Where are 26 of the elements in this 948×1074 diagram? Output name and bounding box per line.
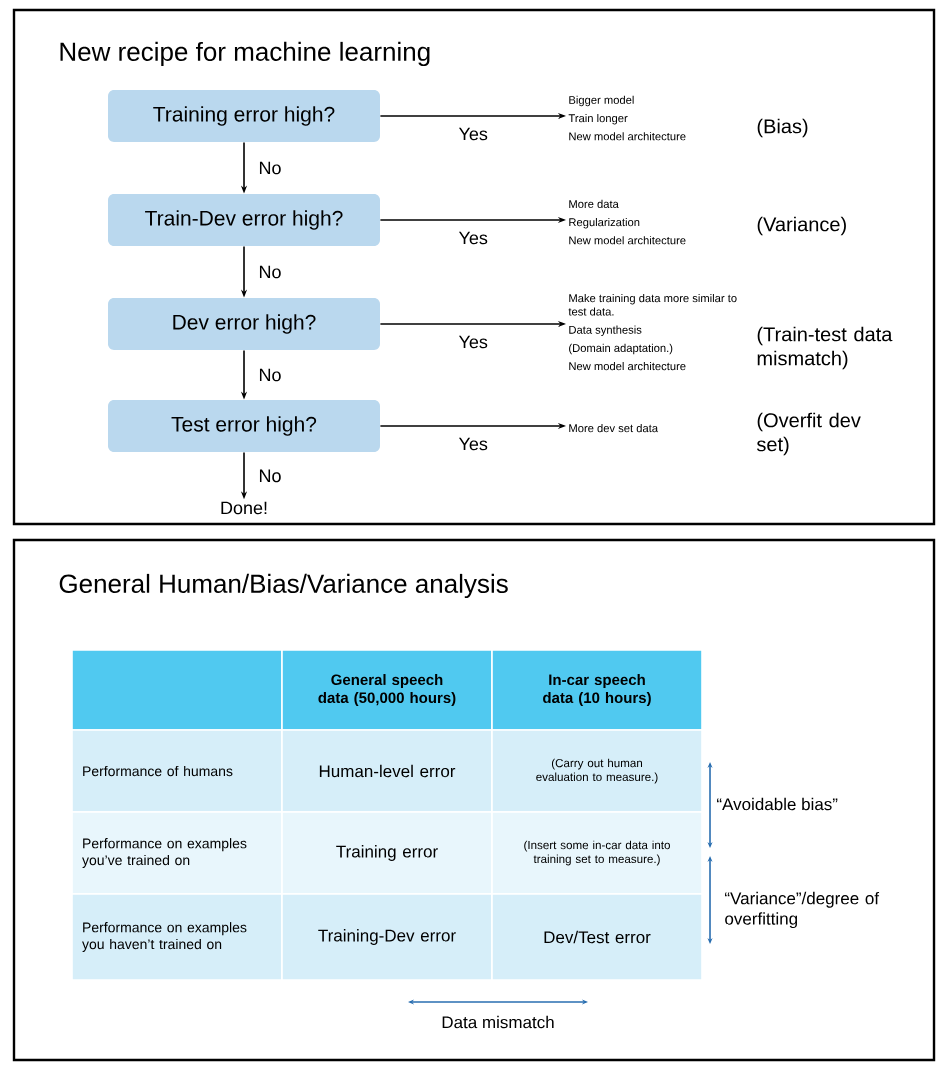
edge-label: No — [259, 368, 281, 382]
edge-label: Yes — [458, 335, 488, 349]
decision-box: Train-Dev error high? — [108, 194, 380, 246]
table-cell: Training error — [281, 811, 493, 895]
end-text: Done! — [221, 501, 267, 515]
section-heading: General Human/Bias/Variance analysis — [59, 573, 508, 599]
table-cell: Dev/Test error — [491, 893, 703, 981]
bracket-label: “Avoidable bias” — [717, 797, 838, 811]
edge-label: Yes — [458, 127, 488, 141]
decision-box: Test error high? — [108, 400, 380, 452]
title: New recipe for machine learning — [60, 41, 430, 67]
diagnosis-label: (Overfit dev set) — [756, 412, 861, 456]
edge-label: Yes — [458, 437, 488, 451]
table-cell: Human-level error — [281, 729, 493, 813]
edge-label: Yes — [458, 231, 488, 245]
decision-box: Training error high? — [108, 90, 380, 142]
decision-box: Dev error high? — [108, 298, 380, 350]
diagnosis-label: (Variance) — [757, 216, 846, 236]
diagnosis-label: (Train-test data mismatch) — [757, 326, 893, 370]
bracket-label: “Variance”/degree of overfitting — [725, 891, 880, 929]
edge-label: No — [259, 469, 281, 483]
diagnosis-label: (Bias) — [757, 118, 808, 138]
edge-label: No — [259, 161, 281, 175]
table-cell: Training-Dev error — [281, 893, 493, 981]
dimension-label: Data mismatch — [442, 1015, 554, 1029]
edge-label: No — [259, 265, 281, 279]
